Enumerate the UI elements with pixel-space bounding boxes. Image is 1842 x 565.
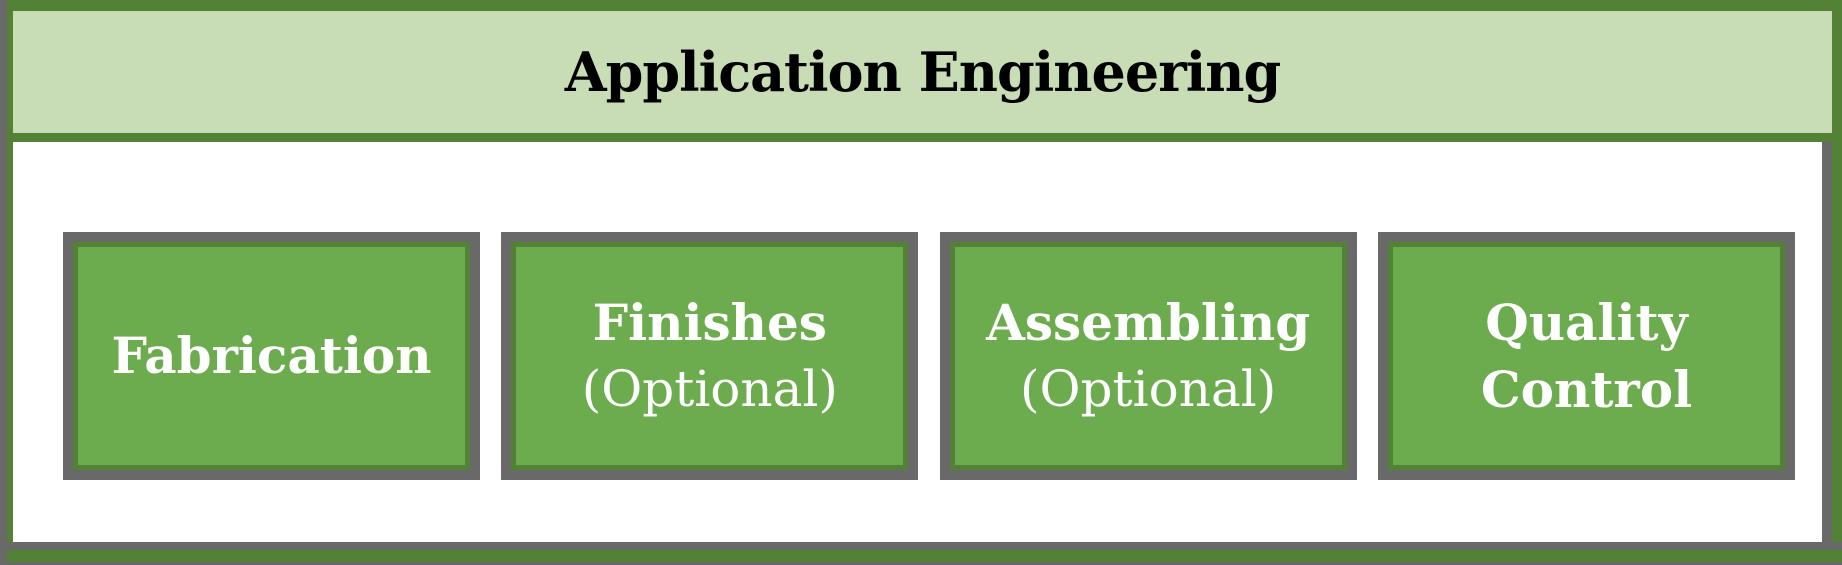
box-finishes: Finishes (Optional) <box>501 232 919 480</box>
diagram-title: Application Engineering <box>564 40 1281 104</box>
box-fabrication: Fabrication <box>63 232 480 480</box>
process-box-row: Fabrication Finishes (Optional) Assembli… <box>13 232 1822 480</box>
box-quality-control-label: Quality Control <box>1480 292 1693 420</box>
frame-shadow-bottom <box>7 542 1842 550</box>
frame-shadow-right <box>1822 142 1832 542</box>
box-assembling-sublabel: (Optional) <box>1020 360 1277 418</box>
box-assembling: Assembling (Optional) <box>939 232 1357 480</box>
frame-border-right <box>1832 0 1842 550</box>
frame-border-top <box>7 0 1842 11</box>
box-finishes-label: Finishes <box>592 292 827 352</box>
box-assembling-text: Assembling (Optional) <box>968 289 1328 424</box>
box-fabrication-text: Fabrication <box>93 322 449 390</box>
frame-shadow-bottom-edge <box>7 562 1842 565</box>
box-quality-control-text: Quality Control <box>1388 289 1785 424</box>
box-assembling-label: Assembling <box>986 292 1311 352</box>
frame-border-left <box>7 11 13 550</box>
box-quality-control: Quality Control <box>1377 232 1795 480</box>
box-finishes-text: Finishes (Optional) <box>564 289 856 424</box>
box-finishes-sublabel: (Optional) <box>581 360 838 418</box>
diagram-header: Application Engineering <box>13 11 1832 142</box>
box-fabrication-label: Fabrication <box>111 326 432 386</box>
frame-shadow-left <box>0 0 7 565</box>
frame-border-bottom <box>7 550 1842 562</box>
